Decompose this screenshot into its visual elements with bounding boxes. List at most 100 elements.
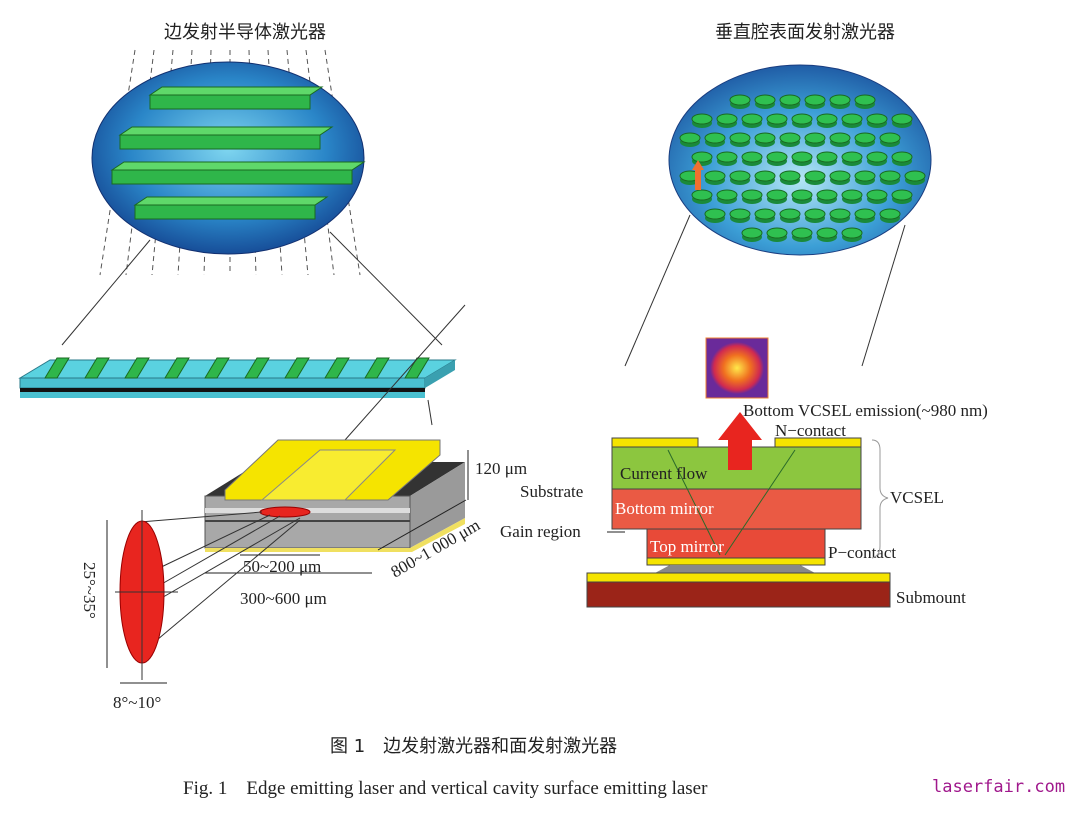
beam-lines: [139, 511, 301, 651]
emitter: [779, 94, 801, 106]
emitter: [779, 170, 801, 182]
emitter: [791, 189, 813, 201]
laser-ridge: [204, 357, 230, 379]
emitter: [891, 151, 913, 163]
laser-ridge: [124, 357, 150, 379]
zoom-line: [344, 304, 466, 441]
emitter: [816, 151, 838, 163]
dim-height: 120 μm: [475, 459, 527, 478]
laser-bar: [119, 134, 321, 150]
emission-arrow-icon: [692, 160, 704, 190]
emitter: [754, 208, 776, 220]
emitter: [679, 132, 701, 144]
emitter: [804, 94, 826, 106]
laser-bar: [134, 204, 316, 220]
p-contact-label: P−contact: [828, 543, 896, 562]
bottom-mirror-label: Bottom mirror: [615, 499, 714, 518]
emitter: [791, 113, 813, 125]
emitter: [691, 113, 713, 125]
caption-cn: 图 1 边发射激光器和面发射激光器: [330, 736, 617, 757]
emitter: [891, 189, 913, 201]
emitter: [766, 151, 788, 163]
emitter: [754, 94, 776, 106]
vcsel-label: VCSEL: [890, 488, 944, 507]
emitter: [866, 151, 888, 163]
emitter: [829, 132, 851, 144]
current-flow-label: Current flow: [620, 464, 708, 483]
emitter: [704, 132, 726, 144]
dim-width: 300~600 μm: [240, 589, 327, 608]
zoom-line: [329, 231, 443, 346]
emitter: [779, 208, 801, 220]
caption-en: Fig. 1 Edge emitting laser and vertical …: [183, 778, 708, 799]
emitter: [791, 151, 813, 163]
emitter: [716, 151, 738, 163]
emitter: [829, 170, 851, 182]
emitter: [816, 189, 838, 201]
emitter: [829, 208, 851, 220]
emitter: [841, 151, 863, 163]
laser-ridge: [284, 357, 310, 379]
laser-ridge: [164, 357, 190, 379]
emitter: [691, 189, 713, 201]
laser-bar: [149, 94, 311, 110]
emitter: [854, 132, 876, 144]
vcsel-title: 垂直腔表面发射激光器: [715, 22, 895, 43]
emitter: [704, 208, 726, 220]
laser-ridge: [244, 357, 270, 379]
laser-bar: [110, 161, 366, 171]
laser-bars: [110, 86, 366, 220]
emitter: [854, 170, 876, 182]
emitter: [766, 113, 788, 125]
emitter: [754, 132, 776, 144]
emitter: [766, 227, 788, 239]
emitter: [691, 151, 713, 163]
emitter: [879, 132, 901, 144]
zoom-line: [61, 239, 151, 346]
laser-bar: [133, 196, 329, 206]
gain-region-label: Gain region: [500, 522, 581, 541]
edge-emitter-title: 边发射半导体激光器: [164, 22, 326, 43]
emitter: [716, 189, 738, 201]
emitter: [729, 132, 751, 144]
emitter: [879, 208, 901, 220]
laser-bar: [148, 86, 324, 96]
laser-ridge: [324, 357, 350, 379]
emitter: [741, 113, 763, 125]
zoom-line: [427, 399, 433, 426]
emitter: [891, 113, 913, 125]
substrate-label: Substrate: [520, 482, 583, 501]
emitter: [766, 189, 788, 201]
watermark: laserfair.com: [932, 777, 1065, 797]
vcsel-brace: [871, 439, 889, 559]
vcsel-emitters: [679, 94, 926, 242]
emitter: [879, 170, 901, 182]
emitter: [729, 94, 751, 106]
emitter: [804, 132, 826, 144]
zoom-line: [861, 224, 906, 367]
emitter: [779, 132, 801, 144]
emitter: [729, 208, 751, 220]
dim-line: [377, 499, 467, 551]
laser-ridge: [44, 357, 70, 379]
emitter: [741, 189, 763, 201]
emitter: [841, 227, 863, 239]
emitter: [854, 208, 876, 220]
submount-label: Submount: [896, 588, 966, 607]
emission-arrow-icon: [718, 412, 762, 470]
laser-ridge: [364, 357, 390, 379]
zoom-line: [624, 214, 691, 367]
ray-line: [324, 49, 361, 276]
emitter: [741, 227, 763, 239]
emitter: [741, 151, 763, 163]
laser-bar: [118, 126, 334, 136]
emitter: [704, 170, 726, 182]
emitter: [754, 170, 776, 182]
n-contact-label: N−contact: [775, 421, 846, 440]
emitter: [804, 170, 826, 182]
emitter: [841, 189, 863, 201]
beam-horizontal-angle: 8°~10°: [113, 693, 161, 712]
emitter: [816, 227, 838, 239]
emission-spot: [710, 342, 764, 394]
